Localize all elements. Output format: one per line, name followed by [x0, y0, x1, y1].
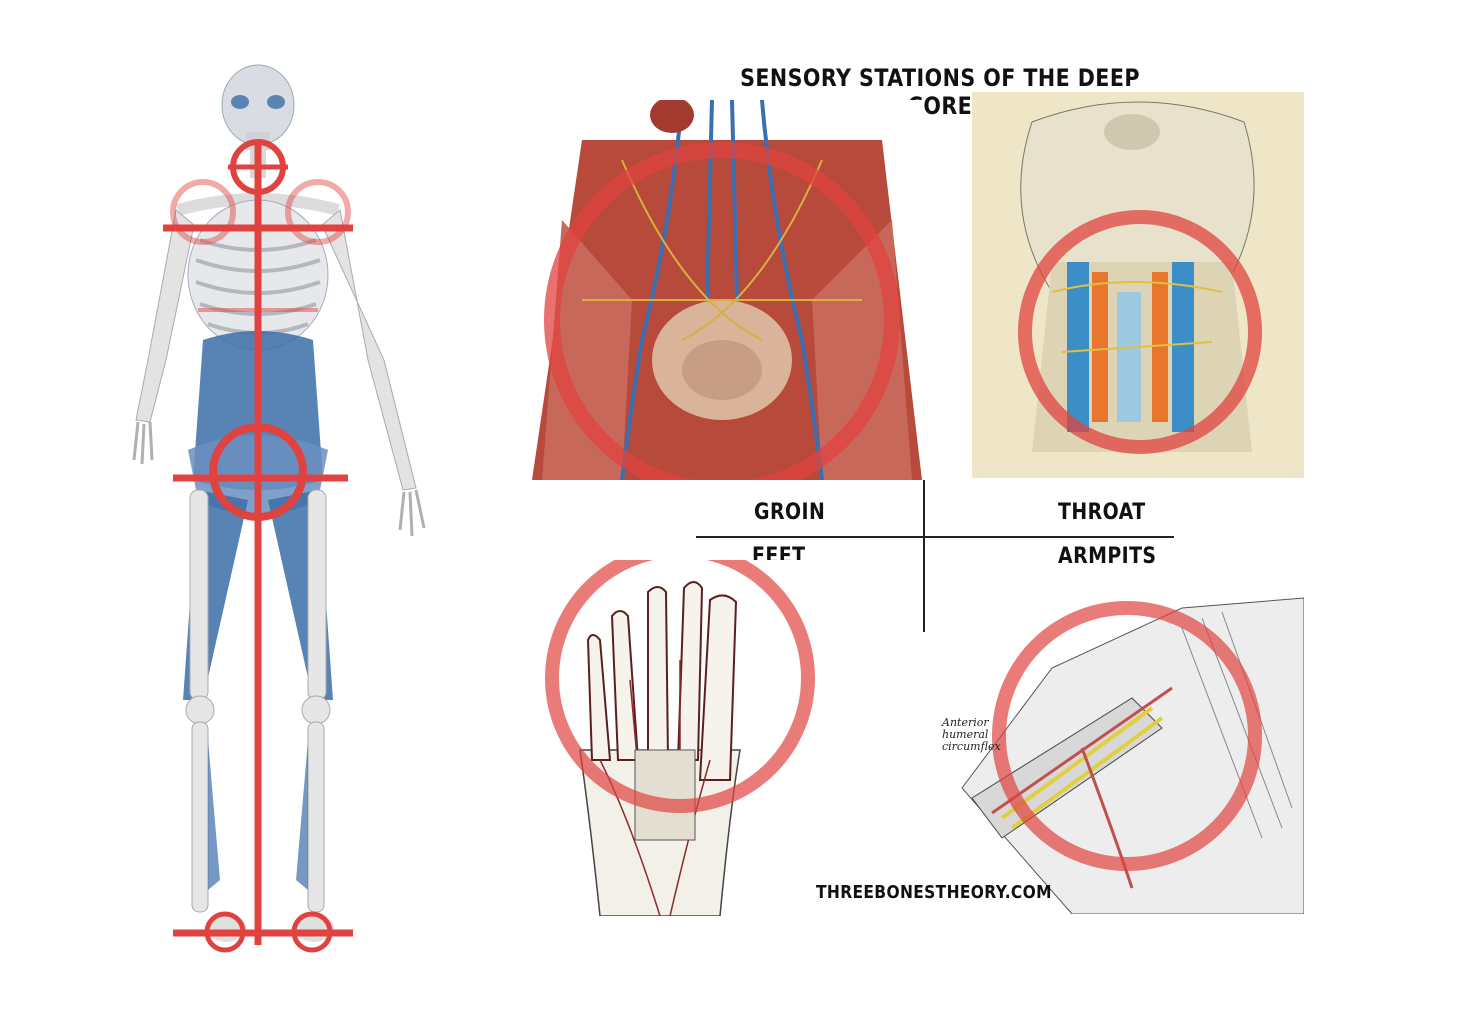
- annotation-line-1: Anterior: [941, 716, 989, 729]
- annotation-line-2: humeral: [942, 728, 989, 741]
- horizontal-divider: [696, 536, 1174, 538]
- label-throat: THROAT: [1058, 500, 1146, 525]
- diagram-title: SENSORY STATIONS OF THE DEEP CORE: [740, 64, 1140, 120]
- website-footer: THREEBONESTHEORY.COM: [816, 882, 1052, 903]
- groin-anatomy-illustration: [522, 100, 924, 480]
- skeleton-figure: [128, 60, 438, 960]
- foot-anatomy-illustration: [540, 560, 822, 916]
- label-groin: GROIN: [754, 500, 826, 525]
- armpit-anatomy-illustration: Anterior humeral circumflex: [932, 588, 1304, 914]
- throat-anatomy-illustration: [972, 92, 1304, 478]
- label-armpits: ARMPITS: [1058, 544, 1157, 569]
- annotation-line-3: circumflex: [942, 740, 1001, 753]
- vertical-divider: [923, 480, 925, 632]
